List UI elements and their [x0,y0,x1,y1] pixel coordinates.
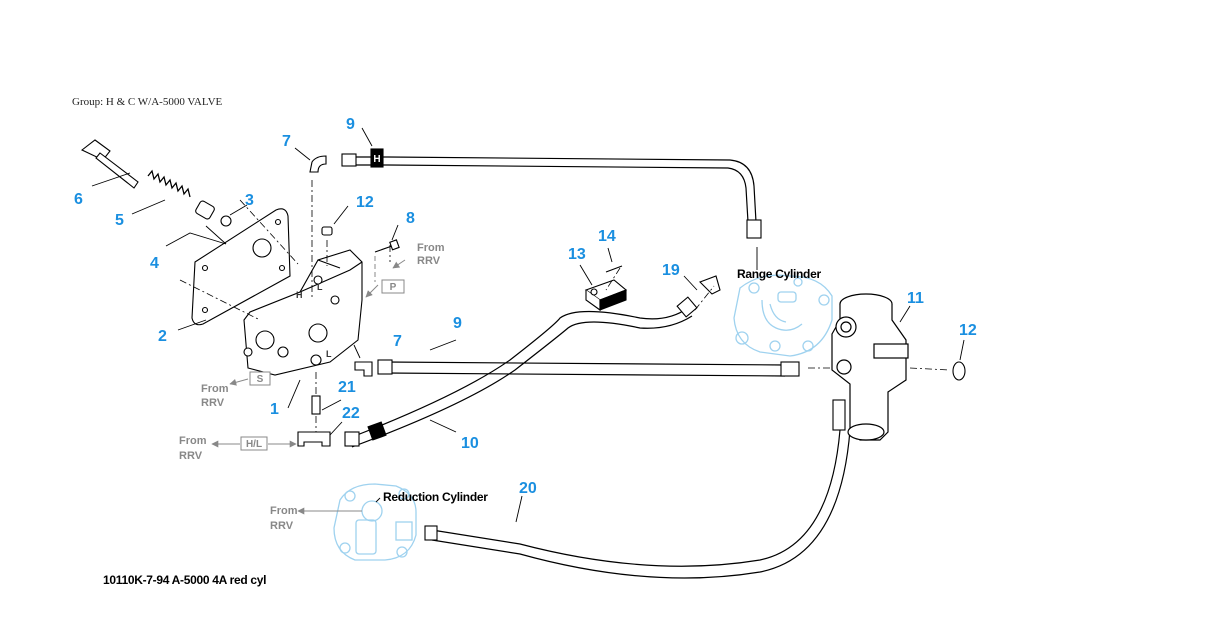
callout-19: 19 [662,262,680,279]
callout-8: 8 [406,210,415,227]
callout-7a: 7 [282,133,291,150]
callout-22: 22 [342,405,360,422]
port-letter-l-top: L [317,282,323,292]
part-7-elbow-top [309,155,327,173]
svg-text:From: From [270,505,298,517]
part-22-tee [297,431,331,447]
svg-text:RRV: RRV [201,397,225,409]
callout-12a: 12 [356,194,374,211]
callout-9b: 9 [453,315,462,332]
from-rrv-label-hl: From RRV [179,435,207,462]
part-6-plunger [80,139,139,189]
svg-text:H: H [373,154,380,165]
callout-4: 4 [150,255,159,272]
port-letter-l-side: L [326,349,332,359]
hose-end-fittings [341,148,846,541]
group-title: Group: H & C W/A-5000 VALVE [72,96,223,108]
part-1-valve-body [243,249,363,376]
part-3-4-seat-oring [195,200,232,227]
callout-9a: 9 [346,116,355,133]
from-rrv-label-reduction: From RRV [270,505,298,532]
callout-12b: 12 [959,322,977,339]
callout-20: 20 [519,480,537,497]
port-box-hl: H/L [240,436,268,451]
part-12-plug-right [952,361,966,381]
range-cylinder-label: Range Cylinder [737,267,821,281]
callout-13: 13 [568,246,586,263]
assembly-centerlines [179,180,951,432]
svg-text:From: From [417,242,445,254]
part-13-14-bracket [584,265,628,312]
callout-10: 10 [461,435,479,452]
svg-text:H/L: H/L [246,439,262,450]
from-rrv-label-right: From RRV [417,242,445,267]
part-8-screw [374,239,400,253]
callout-14: 14 [598,228,616,245]
part-21-nipple [311,395,321,415]
callout-numbers: 1 2 3 4 5 6 7 7 8 9 9 10 11 12 12 13 14 … [74,116,977,497]
callout-3: 3 [245,192,254,209]
svg-text:RRV: RRV [270,520,294,532]
reduction-cylinder-label: Reduction Cylinder [383,490,488,504]
drawing-id: 10110K-7-94 A-5000 4A red cyl [103,573,267,587]
hoses [345,156,851,579]
part-5-spring [147,169,191,198]
callout-leaders [91,127,965,523]
callout-7b: 7 [393,333,402,350]
port-box-s: S [249,371,271,386]
part-2-gasket [191,208,291,326]
from-rrv-label-s: From RRV [201,383,229,409]
callout-11: 11 [907,290,924,307]
part-7-elbow-side [354,361,373,377]
port-letter-h: H [296,290,303,300]
callout-6: 6 [74,191,83,208]
part-12-plug-top [321,226,333,236]
callout-5: 5 [115,212,124,229]
h-tag: H [371,150,383,166]
svg-text:P: P [390,282,397,293]
callout-2: 2 [158,328,167,345]
svg-text:From: From [201,383,229,395]
svg-text:RRV: RRV [417,255,441,267]
callout-1: 1 [270,401,279,418]
reduction-cylinder-outline [333,483,417,561]
flow-arrows [211,256,406,515]
port-box-p: P [381,279,405,294]
svg-text:From: From [179,435,207,447]
callout-21: 21 [338,379,356,396]
range-cylinder-outline [733,274,833,357]
svg-text:S: S [257,374,264,385]
part-11-valve [831,293,909,441]
part-19-elbow [699,275,721,295]
svg-text:RRV: RRV [179,450,203,462]
